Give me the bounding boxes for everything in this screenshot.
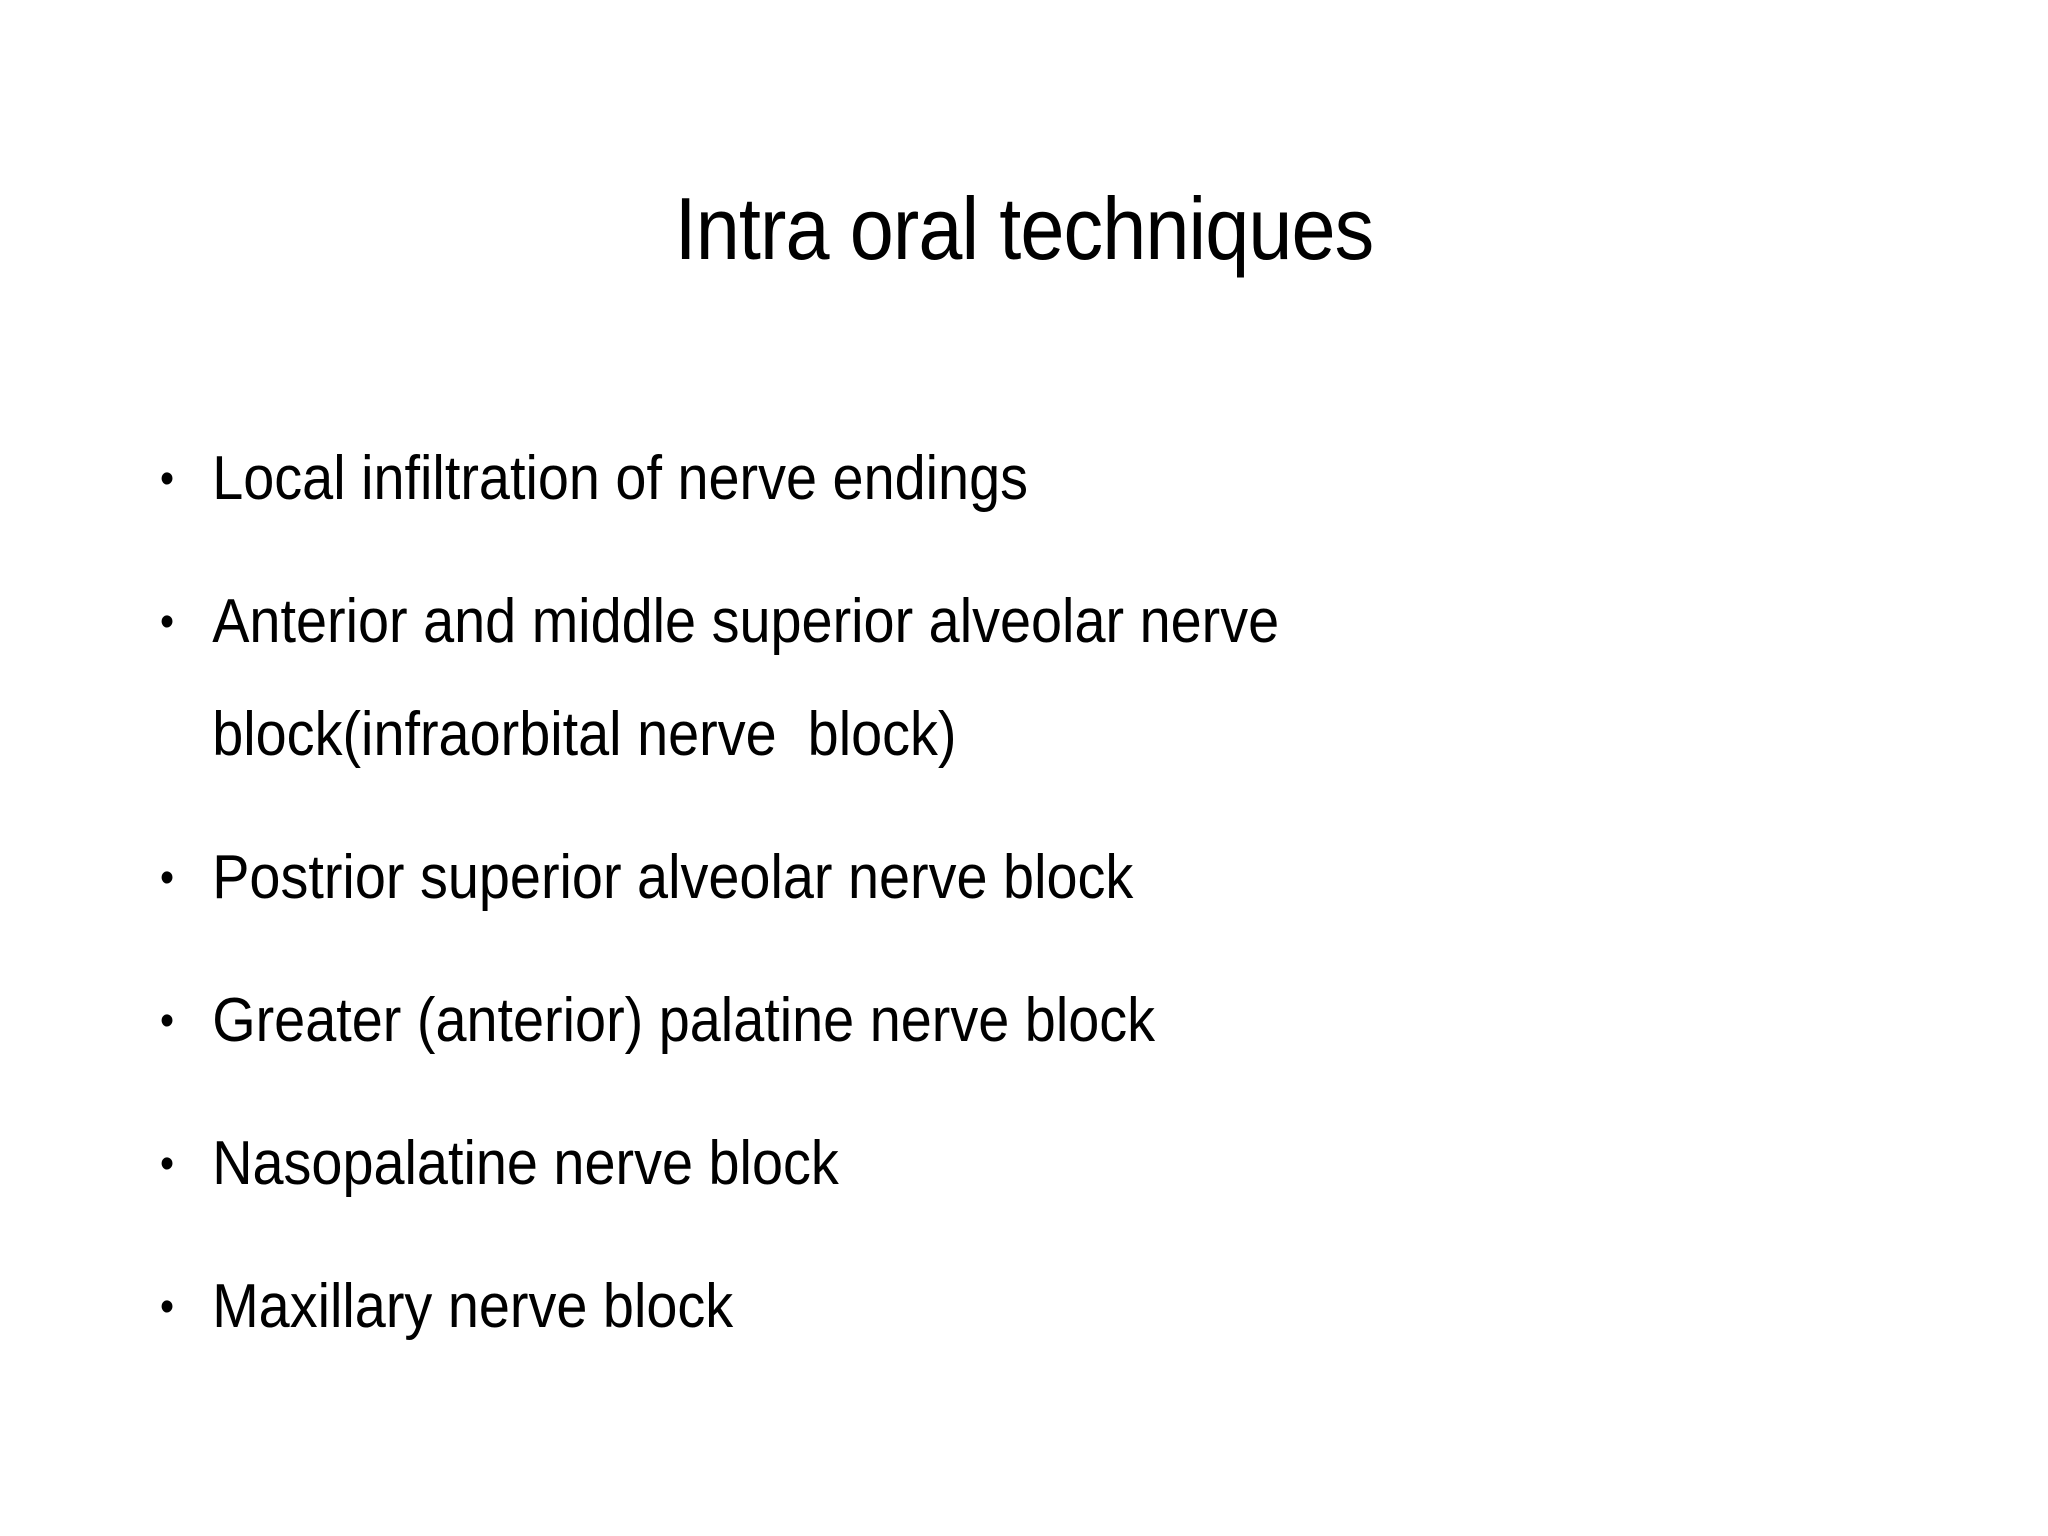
bullet-text: Maxillary nerve block (212, 1272, 734, 1341)
list-item: • Greater (anterior) palatine nerve bloc… (160, 964, 1528, 1077)
bullet-list: • Local infiltration of nerve endings • … (160, 422, 1528, 1393)
bullet-text: Greater (anterior) palatine nerve block (212, 986, 1156, 1055)
slide-title: Intra oral techniques (674, 179, 1375, 278)
bullet-text: Anterior and middle superior alveolar ne… (212, 587, 1295, 769)
bullet-dot: • (160, 853, 175, 902)
bullet-dot: • (160, 1282, 175, 1331)
list-item: • Nasopalatine nerve block (160, 1107, 1528, 1220)
list-item: • Postrior superior alveolar nerve block (160, 821, 1528, 934)
bullet-text: Postrior superior alveolar nerve block (212, 843, 1134, 912)
bullet-dot: • (160, 454, 175, 503)
list-item: • Anterior and middle superior alveolar … (160, 565, 1528, 791)
list-item: • Maxillary nerve block (160, 1250, 1528, 1363)
bullet-text: Local infiltration of nerve endings (212, 444, 1029, 513)
bullet-dot: • (160, 1139, 175, 1188)
bullet-text: Nasopalatine nerve block (212, 1129, 839, 1198)
bullet-dot: • (160, 996, 175, 1045)
list-item: • Local infiltration of nerve endings (160, 422, 1528, 535)
bullet-dot: • (160, 597, 175, 646)
